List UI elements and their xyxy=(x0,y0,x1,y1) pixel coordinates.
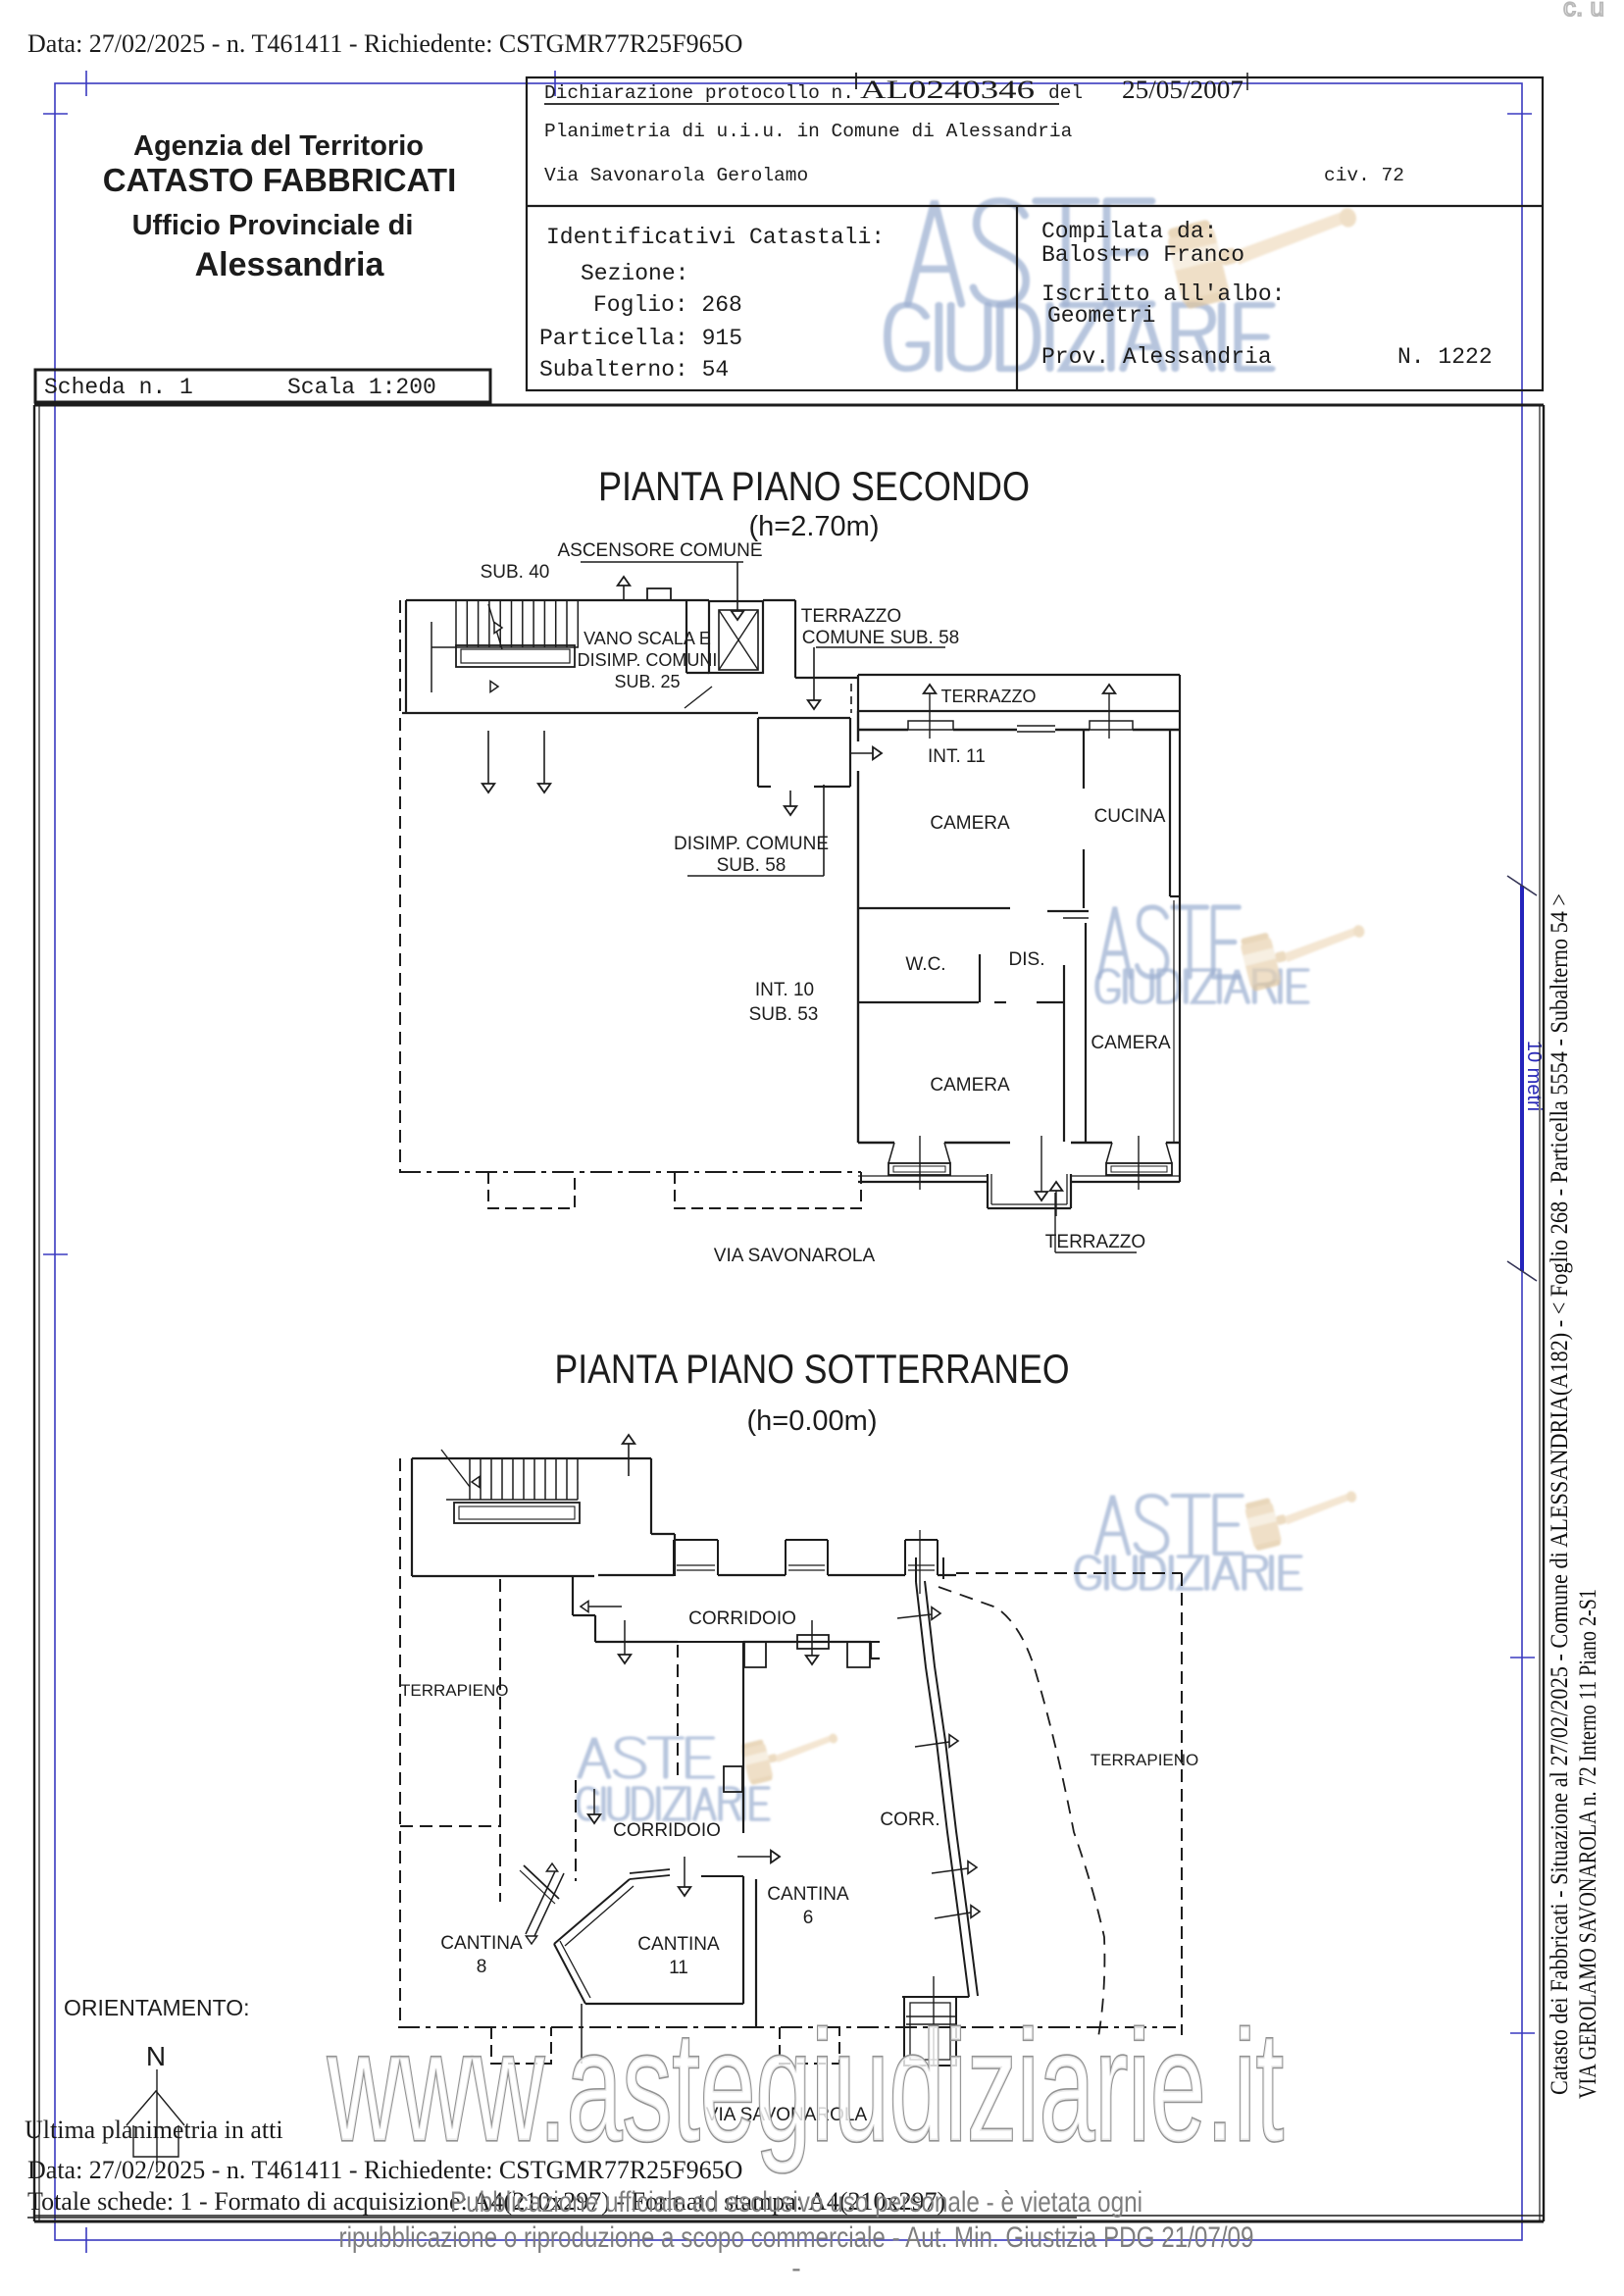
svg-text:CORRIDOIO: CORRIDOIO xyxy=(688,1608,796,1629)
svg-text:Via Savonarola Gerolamo: Via Savonarola Gerolamo xyxy=(544,165,808,186)
svg-text:SUB. 25: SUB. 25 xyxy=(614,672,680,691)
svg-text:SUB. 40: SUB. 40 xyxy=(481,562,550,583)
svg-text:Alessandria: Alessandria xyxy=(195,246,385,283)
svg-text:VIA GEROLAMO SAVONAROLA n. 72: VIA GEROLAMO SAVONAROLA n. 72 Interno 11… xyxy=(1575,1589,1601,2099)
svg-text:TERRAZZO: TERRAZZO xyxy=(941,687,1037,706)
svg-text:10 metri: 10 metri xyxy=(1523,1041,1545,1111)
svg-text:CANTINA: CANTINA xyxy=(767,1884,849,1905)
svg-text:CAMERA: CAMERA xyxy=(930,1075,1010,1096)
svg-text:(h=0.00m): (h=0.00m) xyxy=(747,1405,878,1437)
svg-text:W.C.: W.C. xyxy=(905,954,945,975)
svg-text:www.astegiudiziarie.it: www.astegiudiziarie.it xyxy=(327,1998,1284,2173)
svg-text:ORIENTAMENTO:: ORIENTAMENTO: xyxy=(64,1995,250,2020)
svg-text:N. 1222: N. 1222 xyxy=(1397,344,1493,370)
svg-text:8: 8 xyxy=(477,1957,487,1977)
svg-text:Planimetria di u.i.u. in Comun: Planimetria di u.i.u. in Comune di Aless… xyxy=(544,121,1073,142)
svg-text:ASCENSORE COMUNE: ASCENSORE COMUNE xyxy=(557,540,762,561)
svg-text:ripubblicazione o riproduzione: ripubblicazione o riproduzione a scopo c… xyxy=(339,2221,1254,2254)
svg-text:Ultima planimetria in atti: Ultima planimetria in atti xyxy=(25,2116,283,2144)
svg-text:-: - xyxy=(791,2253,801,2284)
svg-text:Balostro Franco: Balostro Franco xyxy=(1041,242,1244,268)
svg-text:SUB. 58: SUB. 58 xyxy=(717,855,787,876)
svg-text:(h=2.70m): (h=2.70m) xyxy=(749,511,880,542)
svg-text:AL0240346: AL0240346 xyxy=(860,76,1035,104)
svg-text:Data: 27/02/2025 - n. T461411: Data: 27/02/2025 - n. T461411 - Richiede… xyxy=(27,29,742,58)
svg-text:6: 6 xyxy=(803,1908,814,1928)
svg-text:Totale schede: 1 - Formato di: Totale schede: 1 - Formato di acquisizio… xyxy=(27,2187,945,2216)
svg-text:Dichiarazione protocollo n.: Dichiarazione protocollo n. xyxy=(544,82,854,104)
svg-text:Geometri: Geometri xyxy=(1047,303,1155,329)
svg-text:DIS.: DIS. xyxy=(1009,949,1045,970)
svg-text:Subalterno: 54: Subalterno: 54 xyxy=(539,357,729,383)
svg-text:civ. 72: civ. 72 xyxy=(1324,165,1404,186)
svg-text:CANTINA: CANTINA xyxy=(440,1933,523,1954)
svg-text:CAMERA: CAMERA xyxy=(1091,1033,1171,1053)
svg-text:Iscritto all'albo:: Iscritto all'albo: xyxy=(1041,281,1285,307)
svg-text:Compilata da:: Compilata da: xyxy=(1041,219,1217,244)
svg-text:PIANTA PIANO SOTTERRANEO: PIANTA PIANO SOTTERRANEO xyxy=(555,1346,1070,1392)
svg-text:Identificativi Catastali:: Identificativi Catastali: xyxy=(546,225,885,250)
svg-text:Particella: 915: Particella: 915 xyxy=(539,326,742,351)
svg-text:Catasto dei Fabbricati - Situa: Catasto dei Fabbricati - Situazione al 2… xyxy=(1547,893,1573,2095)
svg-text:VIA SAVONAROLA: VIA SAVONAROLA xyxy=(714,1246,876,1266)
svg-text:SUB. 53: SUB. 53 xyxy=(749,1004,819,1025)
svg-text:PIANTA PIANO SECONDO: PIANTA PIANO SECONDO xyxy=(598,463,1030,509)
svg-text:Scheda n. 1: Scheda n. 1 xyxy=(44,375,193,400)
svg-text:VIA SAVONAROLA: VIA SAVONAROLA xyxy=(706,2105,868,2125)
svg-text:INT. 11: INT. 11 xyxy=(928,746,986,767)
svg-text:Pubblicazione ufficiale ad esc: Pubblicazione ufficiale ad esclusivo uso… xyxy=(450,2186,1142,2219)
svg-text:CAMERA: CAMERA xyxy=(930,813,1010,834)
svg-text:11: 11 xyxy=(669,1958,688,1978)
svg-text:Foglio: 268: Foglio: 268 xyxy=(593,292,742,318)
svg-text:CUCINA: CUCINA xyxy=(1094,806,1166,827)
svg-text:TERRAPIENO: TERRAPIENO xyxy=(400,1681,509,1700)
svg-text:CORRIDOIO: CORRIDOIO xyxy=(613,1820,721,1841)
svg-text:DISIMP. COMUNI: DISIMP. COMUNI xyxy=(578,650,718,670)
svg-text:Prov. Alessandria: Prov. Alessandria xyxy=(1041,344,1272,370)
svg-text:del: del xyxy=(1048,82,1083,104)
svg-text:TERRAZZO: TERRAZZO xyxy=(1045,1232,1145,1252)
svg-text:DISIMP. COMUNE: DISIMP. COMUNE xyxy=(674,834,829,854)
svg-text:COMUNE SUB. 58: COMUNE SUB. 58 xyxy=(802,628,959,648)
svg-text:VANO SCALA E: VANO SCALA E xyxy=(584,629,711,648)
svg-text:N: N xyxy=(146,2041,166,2071)
svg-text:Ufficio Provinciale di: Ufficio Provinciale di xyxy=(132,210,414,241)
svg-text:CANTINA: CANTINA xyxy=(637,1934,720,1955)
svg-text:TERRAZZO: TERRAZZO xyxy=(801,606,901,627)
svg-text:Scala 1:200: Scala 1:200 xyxy=(287,375,436,400)
svg-text:25/05/2007: 25/05/2007 xyxy=(1122,76,1243,104)
svg-text:CATASTO FABBRICATI: CATASTO FABBRICATI xyxy=(103,162,457,198)
svg-text:INT. 10: INT. 10 xyxy=(755,980,814,1000)
svg-text:TERRAPIENO: TERRAPIENO xyxy=(1091,1751,1199,1769)
svg-text:c. u: c. u xyxy=(1563,0,1604,22)
svg-text:CORR.: CORR. xyxy=(880,1810,939,1830)
svg-text:Data: 27/02/2025 - n. T461411: Data: 27/02/2025 - n. T461411 - Richiede… xyxy=(27,2156,742,2184)
svg-text:Sezione:: Sezione: xyxy=(581,261,688,286)
svg-text:Agenzia del Territorio: Agenzia del Territorio xyxy=(133,130,424,162)
